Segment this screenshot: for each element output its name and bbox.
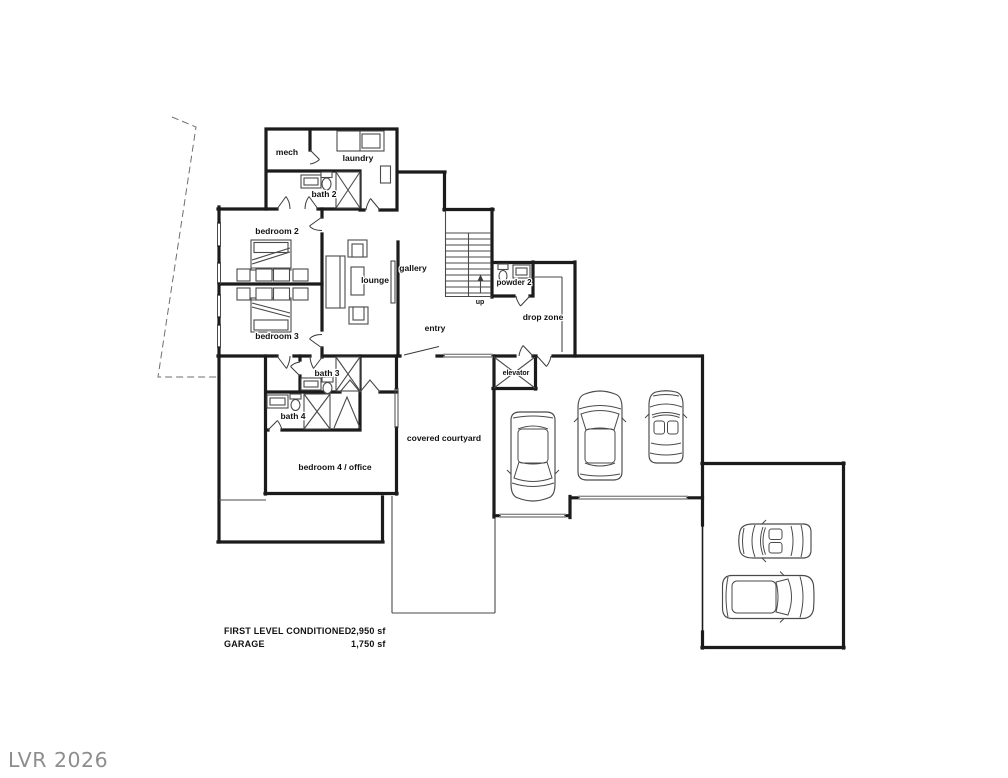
entry-sill: [443, 353, 493, 358]
courtyard-outline: [391, 496, 496, 614]
room-label-drop-zone: drop zone: [523, 312, 564, 322]
laundry-appliances: [336, 130, 392, 184]
car-suv-1: [721, 570, 815, 624]
car-roadster-2: [738, 519, 812, 563]
room-label-mech: mech: [276, 147, 298, 157]
windows: [217, 222, 399, 501]
room-label-bath3: bath 3: [314, 368, 339, 378]
vehicles: [506, 390, 815, 624]
area-row-value: 1,750 sf: [351, 639, 386, 649]
room-label-bath4: bath 4: [280, 411, 305, 421]
room-label-entry: entry: [425, 323, 446, 333]
bath2-fixtures: [300, 171, 361, 209]
room-label-up: up: [476, 299, 485, 306]
walls: [216, 127, 846, 650]
elevator-shaft: [493, 356, 536, 389]
room-label-powder2: powder 2: [496, 278, 532, 287]
bedroom3-bed: [250, 297, 292, 333]
area-row-label: GARAGE: [224, 639, 265, 649]
lounge-furniture: [325, 239, 369, 325]
powder2-fixtures: [497, 263, 531, 283]
room-label-lounge: lounge: [361, 275, 389, 285]
room-label-gallery: gallery: [399, 263, 427, 273]
car-sedan-2: [573, 390, 627, 481]
doors: [267, 149, 552, 431]
room-label-bedroom3: bedroom 3: [255, 331, 299, 341]
area-row-value: 2,950 sf: [351, 626, 386, 636]
room-label-courtyard: covered courtyard: [407, 433, 481, 443]
watermark-text: LVR 2026: [8, 748, 108, 772]
room-label-laundry: laundry: [343, 153, 374, 163]
room-label-elevator: elevator: [503, 370, 530, 377]
staircase: [444, 211, 492, 298]
property-line: [157, 116, 217, 378]
room-label-bedroom2: bedroom 2: [255, 226, 299, 236]
car-roadster-1: [644, 390, 688, 464]
room-label-bedroom4: bedroom 4 / office: [298, 462, 371, 472]
room-labels: mech laundry bath 2 bedroom 2 bedroom 3 …: [254, 146, 565, 473]
gallery-console: [390, 260, 396, 304]
car-sedan-1: [506, 411, 560, 502]
garage-doors: [499, 495, 688, 518]
nightstands: [236, 268, 309, 301]
bath3-fixtures: [300, 356, 361, 395]
up-arrow-icon: [477, 274, 484, 281]
area-summary: FIRST LEVEL CONDITIONED 2,950 sf GARAGE …: [224, 626, 386, 649]
drop-zone-cubby: [533, 276, 563, 352]
room-label-bath2: bath 2: [311, 189, 336, 199]
area-row-label: FIRST LEVEL CONDITIONED: [224, 626, 352, 636]
bath4-fixtures: [266, 379, 381, 430]
fixtures: [236, 130, 563, 430]
bedroom2-bed: [250, 239, 292, 271]
